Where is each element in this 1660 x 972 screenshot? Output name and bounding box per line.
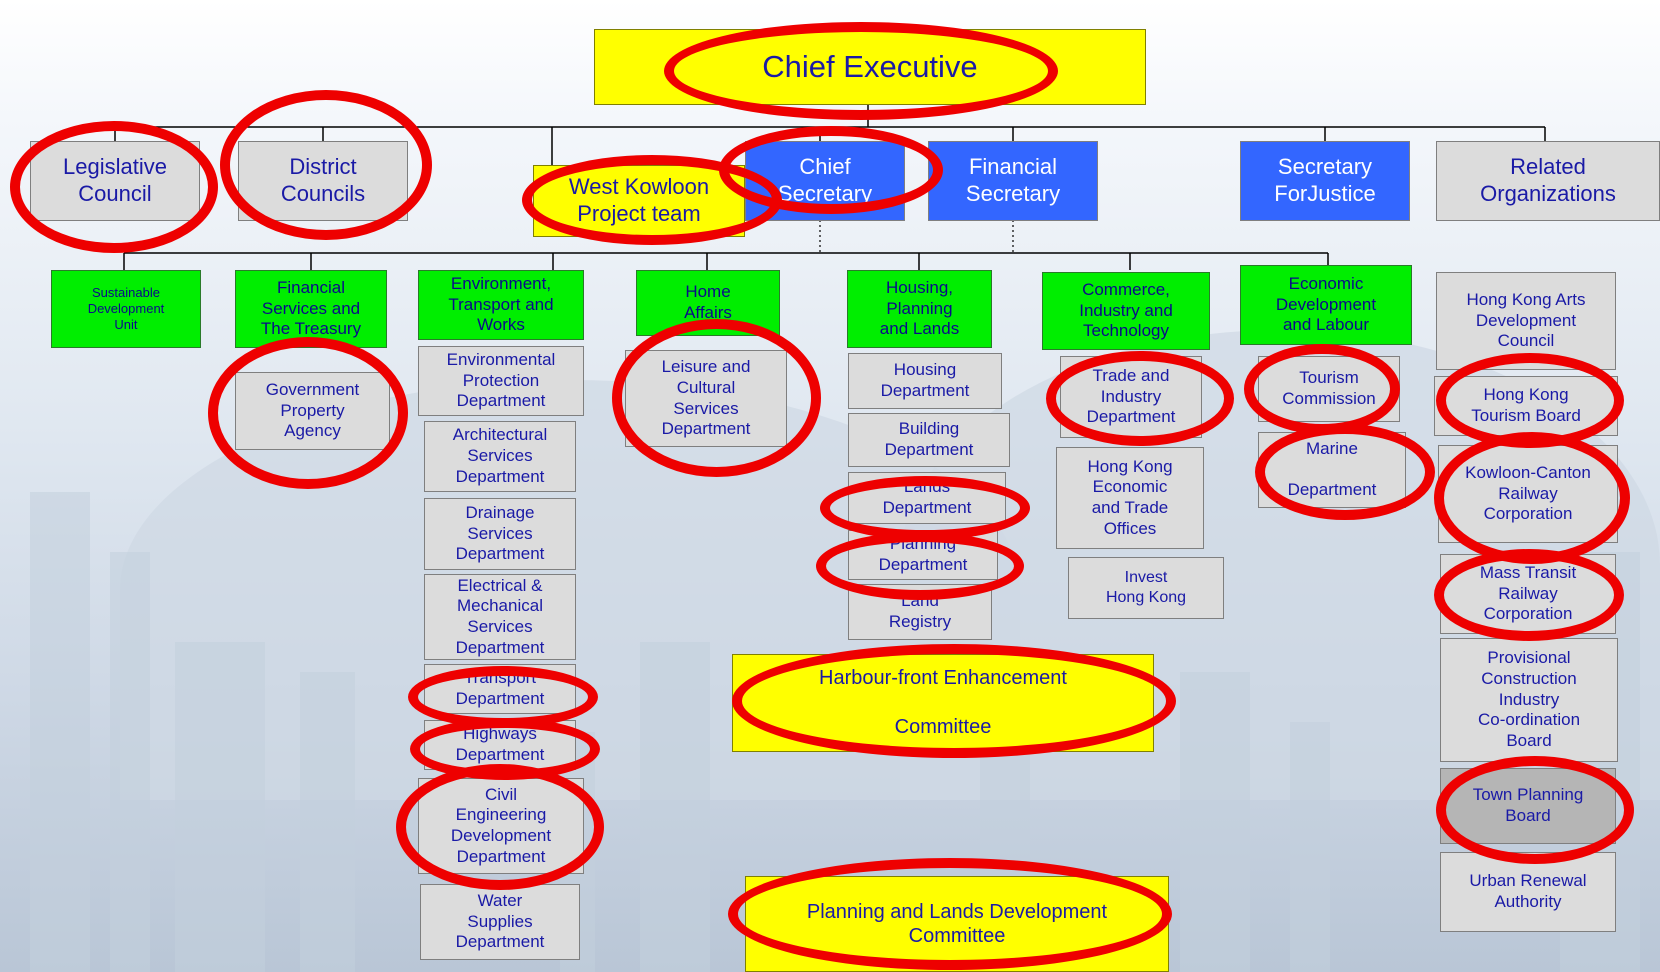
building-dept-box: Building Department <box>848 413 1010 467</box>
architectural-services-dept-box: Architectural Services Department <box>424 421 576 492</box>
sustainable-development-unit-box: Sustainable Development Unit <box>51 270 201 348</box>
highlight-ring <box>732 644 1176 758</box>
economic-development-labour-box: Economic Development and Labour <box>1240 265 1412 345</box>
urban-renewal-authority-box: Urban Renewal Authority <box>1440 852 1616 932</box>
highlight-ring <box>664 22 1058 120</box>
construction-industry-board-box: Provisional Construction Industry Co-ord… <box>1440 638 1618 762</box>
environmental-protection-dept-box: Environmental Protection Department <box>418 346 584 416</box>
water-supplies-dept-box: Water Supplies Department <box>420 884 580 960</box>
housing-dept-box: Housing Department <box>848 353 1002 409</box>
highlight-ring <box>1046 351 1234 446</box>
highlight-ring <box>10 121 218 253</box>
highlight-ring <box>612 319 821 477</box>
environment-transport-works-box: Environment, Transport and Works <box>418 270 584 340</box>
related-organizations-box: Related Organizations <box>1436 141 1660 221</box>
highlight-ring <box>220 90 432 240</box>
highlight-ring <box>1436 756 1634 864</box>
invest-hong-kong-box: Invest Hong Kong <box>1068 557 1224 619</box>
commerce-industry-technology-box: Commerce, Industry and Technology <box>1042 272 1210 350</box>
housing-planning-lands-box: Housing, Planning and Lands <box>847 270 992 348</box>
hk-economic-trade-offices-box: Hong Kong Economic and Trade Offices <box>1056 447 1204 549</box>
highlight-ring <box>1434 432 1630 564</box>
highlight-ring <box>1244 344 1400 434</box>
financial-secretary-box: Financial Secretary <box>928 141 1098 221</box>
highlight-ring <box>1255 424 1435 520</box>
electrical-mechanical-services-dept-box: Electrical & Mechanical Services Departm… <box>424 574 576 660</box>
highlight-ring <box>728 858 1172 970</box>
highlight-ring <box>816 532 1024 600</box>
secretary-for-justice-box: Secretary ForJustice <box>1240 141 1410 221</box>
drainage-services-dept-box: Drainage Services Department <box>424 498 576 570</box>
highlight-ring <box>396 764 604 890</box>
highlight-ring <box>1434 549 1624 641</box>
financial-services-treasury-box: Financial Services and The Treasury <box>235 270 387 348</box>
highlight-ring <box>820 476 1030 540</box>
highlight-ring <box>208 337 408 489</box>
highlight-ring <box>719 126 943 214</box>
